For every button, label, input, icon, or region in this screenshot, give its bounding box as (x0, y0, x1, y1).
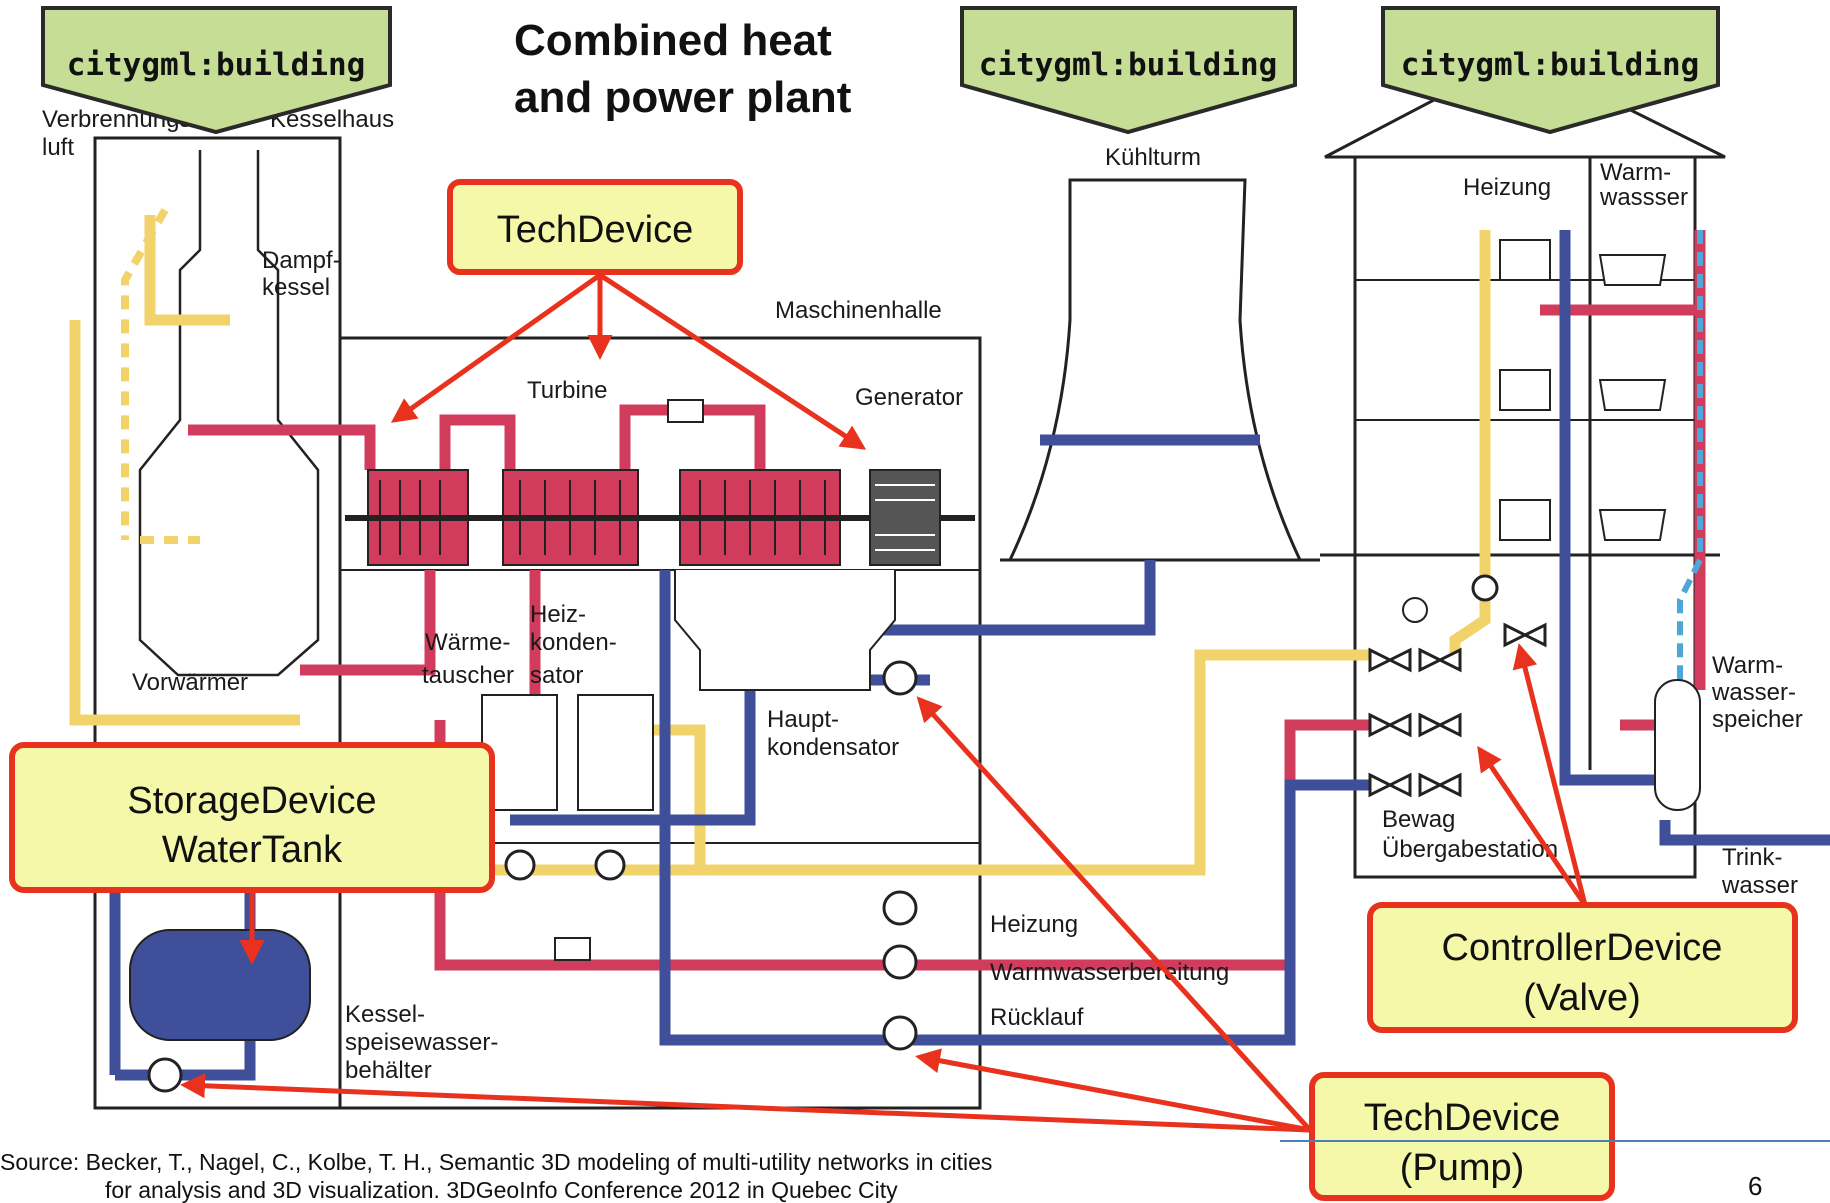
label-generator: Generator (855, 384, 963, 411)
callout-pump-line1: TechDevice (1364, 1097, 1560, 1139)
label-turbine: Turbine (527, 377, 607, 404)
valve-5 (1368, 772, 1412, 798)
pump-waermetauscher (504, 849, 536, 881)
maschinenhalle-outline (338, 336, 982, 1110)
title-line-1: Combined heat (514, 16, 832, 65)
valve-3 (1368, 712, 1412, 738)
pressure-gauge (1402, 597, 1428, 623)
pump-ruecklauf (882, 1015, 918, 1051)
hauptkondensator-body (674, 570, 896, 691)
valve-1 (1368, 647, 1412, 673)
arrow-pump-1 (916, 696, 1312, 1132)
flap-valve-turbine (667, 399, 704, 423)
label-luft: luft (42, 134, 74, 161)
radiator-2 (1499, 369, 1551, 411)
label-heiz-1: Heiz- (530, 601, 586, 628)
valve-house (1503, 622, 1547, 648)
label-vorwaermer: Vorwärmer (132, 669, 248, 696)
label-dampf-2: kessel (262, 274, 330, 301)
pipe-dashed-air (121, 208, 200, 544)
label-kessel-2: speisewasser- (345, 1029, 498, 1056)
label-waerme-1: Wärme- (425, 629, 510, 656)
arrow-techdevice-turbine-left (390, 272, 602, 423)
label-kessel-1: Kessel- (345, 1001, 425, 1028)
valve-2 (1418, 647, 1462, 673)
pump-warmwasser (882, 944, 918, 980)
callout-pump-line2: (Pump) (1400, 1147, 1525, 1189)
callout-storage: StorageDevice WaterTank (9, 742, 495, 893)
citygml-tag-label: citygml:building (67, 47, 366, 83)
boiler-outline (138, 150, 320, 677)
label-dampf-1: Dampf- (262, 247, 341, 274)
label-warm-top-2: wassser (1599, 184, 1688, 211)
label-bewag-2: Übergabestation (1382, 836, 1558, 863)
label-heiz-2: konden- (530, 629, 617, 656)
callout-controller-line2: (Valve) (1523, 977, 1641, 1019)
arrow-pump-3 (180, 1073, 1311, 1133)
callout-storage-line2: WaterTank (162, 829, 343, 871)
label-heiz-3: sator (530, 662, 583, 689)
pipe-water-line (1677, 230, 1703, 690)
label-kessel-3: behälter (345, 1057, 432, 1084)
label-heizung-top: Heizung (1463, 174, 1551, 201)
cooling-tower-outline (1007, 178, 1303, 562)
label-warmspeicher-1: Warm- (1712, 652, 1783, 679)
title-line-2: and power plant (514, 73, 852, 122)
citygml-tag-label: citygml:building (1401, 47, 1700, 83)
label-warmspeicher-2: wasser- (1711, 679, 1796, 706)
sink-1 (1598, 254, 1667, 286)
storage-tank (129, 929, 311, 1041)
label-trink-1: Trink- (1722, 844, 1782, 871)
callout-storage-line1: StorageDevice (127, 780, 376, 822)
callout-pump: TechDevice (Pump) (1309, 1072, 1615, 1201)
callout-techdevice: TechDevice (447, 179, 743, 275)
label-waerme-2: tauscher (422, 662, 514, 689)
label-ruecklauf: Rücklauf (990, 1004, 1084, 1031)
citygml-tag-1: citygml:building (41, 6, 392, 135)
heizkondensator-box (577, 694, 654, 811)
radiator-1 (1499, 239, 1551, 281)
pipes-warm (69, 215, 1491, 876)
callout-techdevice-label: TechDevice (497, 209, 693, 251)
arrow-valve-1 (1512, 643, 1588, 906)
callout-arrows (180, 272, 1588, 1133)
valve-4 (1418, 712, 1462, 738)
citygml-tag-2: citygml:building (960, 6, 1297, 135)
label-trink-2: wasser (1721, 872, 1798, 899)
label-warmspeicher-3: speicher (1712, 706, 1803, 733)
pump-heizkondensator (594, 849, 626, 881)
arrow-techdevice-generator (598, 272, 867, 450)
sink-2 (1598, 379, 1667, 411)
label-warm-top-1: Warm- (1600, 159, 1671, 186)
page-number: 6 (1748, 1171, 1762, 1201)
valve-6 (1418, 772, 1462, 798)
citygml-tag-3: citygml:building (1381, 6, 1720, 135)
sink-3 (1598, 509, 1667, 541)
arrow-valve-2 (1477, 745, 1588, 907)
arrow-pump-2 (915, 1048, 1311, 1133)
flap-valve-heizung (554, 937, 591, 961)
pump-kessel (147, 1057, 183, 1093)
radiator-3 (1499, 499, 1551, 541)
source-line-1: Source: Becker, T., Nagel, C., Kolbe, T.… (0, 1149, 992, 1175)
diagram-labels: Verbrennungs- luft Kesselhaus Dampf- kes… (42, 106, 1803, 1084)
source-line-2: for analysis and 3D visualization. 3DGeo… (105, 1177, 898, 1203)
pump-heizung (882, 890, 918, 926)
callout-controller-line1: ControllerDevice (1442, 927, 1723, 969)
pump-house (1471, 574, 1499, 602)
label-heizung: Heizung (990, 911, 1078, 938)
machines (129, 239, 1701, 1093)
warmwasser-speicher (1654, 679, 1701, 811)
label-bewag-1: Bewag (1382, 806, 1455, 833)
label-maschinenhalle: Maschinenhalle (775, 297, 942, 324)
label-haupt-2: kondensator (767, 734, 899, 761)
pump-hauptkondensator (882, 660, 918, 696)
label-haupt-1: Haupt- (767, 706, 839, 733)
callout-controller: ControllerDevice (Valve) (1367, 902, 1798, 1033)
citygml-tag-label: citygml:building (979, 47, 1278, 83)
label-kuehlturm: Kühlturm (1105, 144, 1201, 171)
label-warmwasserbereitung: Warmwasserbereitung (990, 959, 1229, 986)
